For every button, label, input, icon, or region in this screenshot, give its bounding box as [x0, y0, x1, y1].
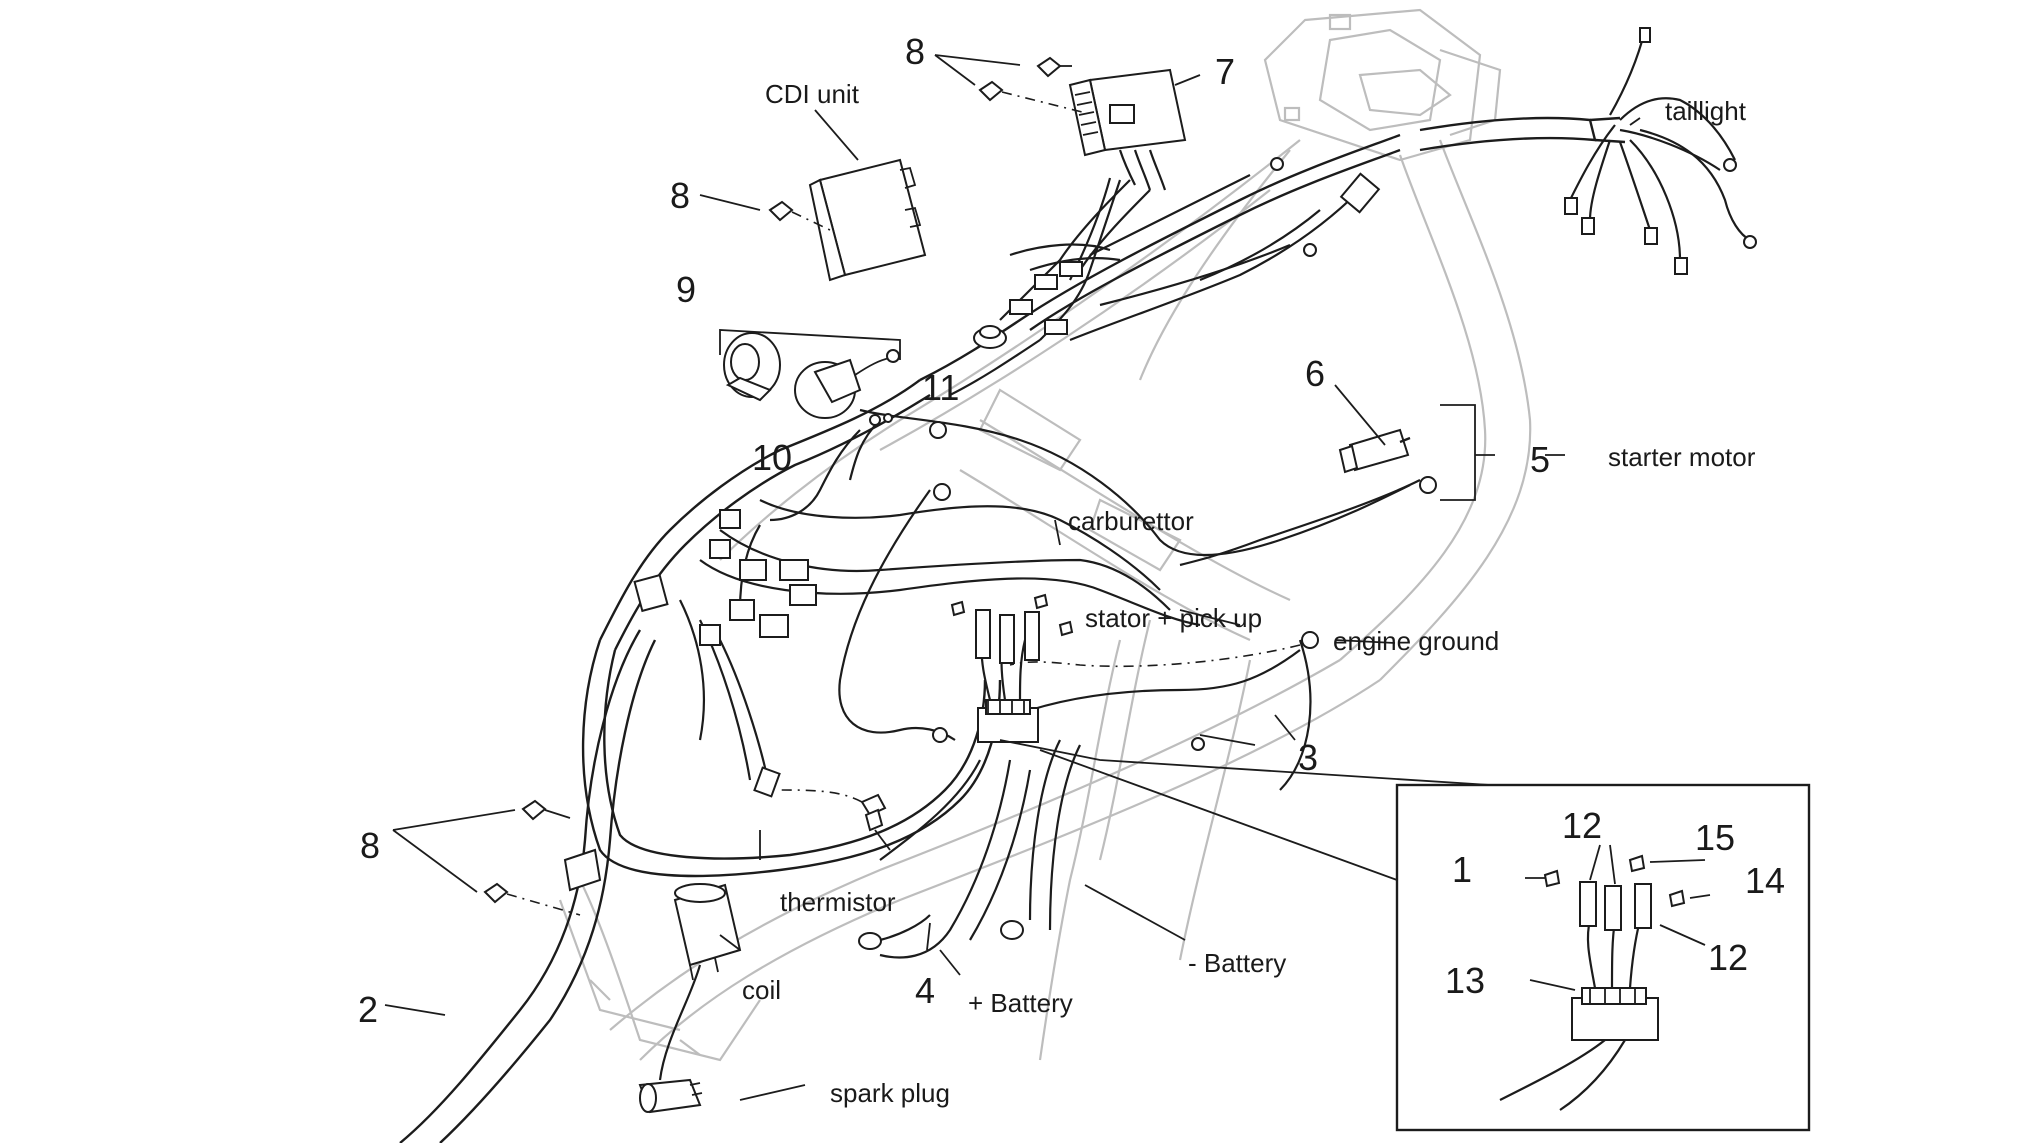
horn-buzzer-group	[719, 329, 901, 426]
callout-12-top: 12	[1562, 805, 1602, 846]
label-engine-ground: engine ground	[1333, 626, 1499, 656]
label-coil: coil	[742, 975, 781, 1005]
scooter-frame	[558, 8, 1532, 1062]
text-labels: CDI unit taillight starter motor carbure…	[742, 79, 1756, 1108]
ignition-switch	[973, 325, 1007, 349]
leader-lines	[384, 54, 1711, 1101]
label-thermistor: thermistor	[780, 887, 896, 917]
label-cdi-unit: CDI unit	[765, 79, 860, 109]
fuse-detail-inset	[999, 739, 1811, 1132]
callout-7: 7	[1215, 51, 1235, 92]
callout-2: 2	[358, 989, 378, 1030]
callout-6: 6	[1305, 353, 1325, 394]
screw-8-left-a-icon	[521, 799, 571, 821]
spark-plug-cap	[638, 1078, 703, 1114]
label-stator-pickup: stator + pick up	[1085, 603, 1262, 633]
battery-terminals	[858, 914, 1024, 950]
label-spark-plug: spark plug	[830, 1078, 950, 1108]
callout-8-left: 8	[360, 825, 380, 866]
callout-1: 1	[1452, 849, 1472, 890]
callout-8-top: 8	[905, 31, 925, 72]
cdi-unit	[808, 158, 927, 282]
callout-4: 4	[915, 970, 935, 1011]
callout-8-cdi: 8	[670, 175, 690, 216]
label-plus-battery: + Battery	[968, 988, 1073, 1018]
screw-8-top-b-icon	[978, 80, 1083, 113]
engine-ground-wire	[1009, 631, 1319, 668]
thermistor-part	[779, 789, 887, 832]
main-harness	[399, 29, 1751, 1143]
callout-13: 13	[1445, 960, 1485, 1001]
callout-numbers: 8 7 8 9 11 10 6 5 3 8 2 4 12 15 1 14 12 …	[358, 31, 1785, 1030]
label-minus-battery: - Battery	[1188, 948, 1286, 978]
label-carburettor: carburettor	[1068, 506, 1194, 536]
fuse-block-main	[950, 593, 1074, 743]
screw-8-cdi-icon	[768, 200, 831, 231]
callout-3: 3	[1298, 737, 1318, 778]
label-taillight: taillight	[1665, 96, 1747, 126]
ignition-coil	[658, 883, 742, 1081]
callout-5: 5	[1530, 439, 1550, 480]
callout-11: 11	[922, 367, 959, 408]
label-starter-motor: starter motor	[1608, 442, 1756, 472]
bracket	[563, 848, 602, 892]
screw-8-left-b-icon	[483, 882, 581, 916]
screw-8-top-a-icon	[1036, 56, 1072, 78]
connectors	[633, 27, 1757, 798]
callout-15: 15	[1695, 817, 1735, 858]
voltage-regulator	[1068, 68, 1187, 191]
callout-12-right: 12	[1708, 937, 1748, 978]
callout-9: 9	[676, 269, 696, 310]
callout-14: 14	[1745, 860, 1785, 901]
starter-cable	[1179, 404, 1476, 567]
callout-10: 10	[752, 437, 792, 478]
